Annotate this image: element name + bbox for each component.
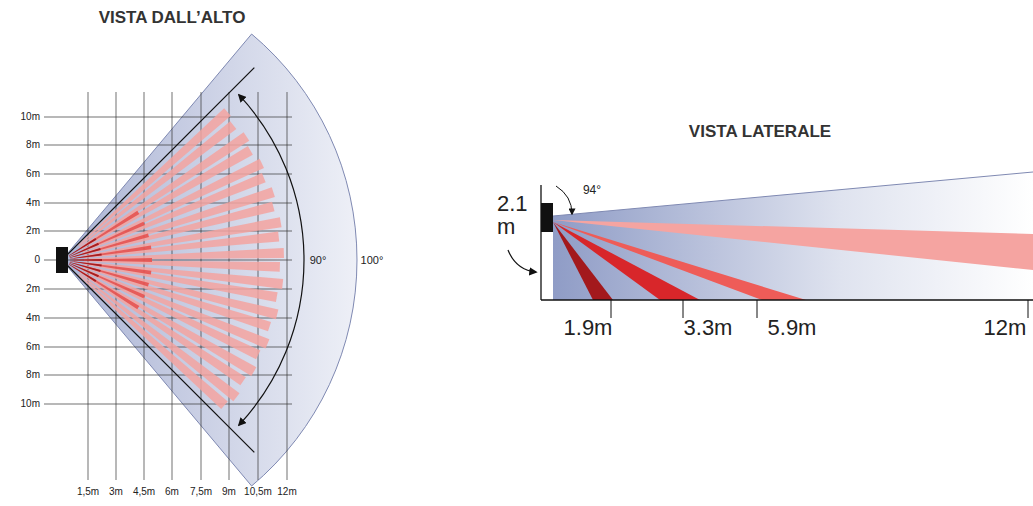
axis-label: 7,5m: [190, 487, 212, 498]
ground-line: [541, 299, 1033, 300]
axis-label: 4m: [26, 198, 40, 209]
angle-line: [62, 260, 254, 452]
axis-label: 9m: [222, 487, 236, 498]
side-coverage: [553, 172, 1033, 300]
distance-label: 3.3m: [684, 316, 733, 339]
angle-arc: [239, 95, 304, 425]
grid-line: [44, 145, 292, 146]
distance-label: 12m: [984, 316, 1027, 339]
beam: [80, 272, 246, 386]
beam: [78, 274, 228, 409]
view-title: VISTA LATERALE: [689, 123, 831, 141]
grid-line: [44, 260, 292, 261]
beam: [79, 273, 240, 401]
distance-label: 1.9m: [564, 316, 613, 339]
coverage-edge: [553, 172, 1033, 216]
beam: [84, 248, 284, 260]
angle-line: [62, 68, 254, 260]
axis-label: 3m: [109, 487, 123, 498]
tick: [611, 300, 612, 318]
axis-label: 12m: [277, 487, 296, 498]
tick: [1028, 300, 1029, 318]
angle-label: 94°: [583, 184, 601, 197]
beam: [70, 253, 102, 259]
angle-label: 90°: [310, 255, 327, 267]
axis-label: 10,5m: [244, 487, 272, 498]
grid: [44, 92, 292, 480]
beam: [69, 263, 99, 277]
grid-line: [287, 92, 288, 480]
angle-arc: [556, 186, 572, 214]
axis-label: 4m: [26, 313, 40, 324]
axis-label: 0: [34, 255, 40, 266]
axis-label: 6m: [165, 487, 179, 498]
beam: [69, 264, 97, 282]
detection-beams: [69, 108, 284, 409]
sensor: [541, 203, 553, 232]
axis-label: 1,5m: [77, 487, 99, 498]
axis-label: 8m: [26, 140, 40, 151]
side-view: [508, 172, 1033, 318]
side-beam: [553, 220, 1033, 270]
axis-label: 4,5m: [133, 487, 155, 498]
axis-label: 2m: [26, 226, 40, 237]
beam: [81, 271, 257, 376]
tick: [683, 300, 684, 318]
grid-line: [44, 375, 292, 376]
top-view: [44, 34, 357, 486]
wall-line: [540, 185, 541, 300]
height-label: 2.1 m: [497, 192, 533, 238]
angle-label: 100°: [361, 255, 384, 267]
axis-label: 10m: [21, 399, 40, 410]
beam: [70, 259, 102, 261]
axis-label: 6m: [26, 169, 40, 180]
axis-label: 10m: [21, 112, 40, 123]
distance-label: 5.9m: [768, 316, 817, 339]
grid-line: [258, 92, 259, 480]
axis-label: 8m: [26, 370, 40, 381]
view-title: VISTA DALL’ALTO: [99, 9, 246, 27]
grid-line: [44, 404, 292, 405]
grid-line: [44, 117, 292, 118]
side-beam: [553, 222, 613, 300]
sensor: [56, 247, 68, 273]
height-arrow: [508, 250, 536, 272]
axis-label: 6m: [26, 342, 40, 353]
tick: [757, 300, 758, 318]
axis-label: 2m: [26, 284, 40, 295]
